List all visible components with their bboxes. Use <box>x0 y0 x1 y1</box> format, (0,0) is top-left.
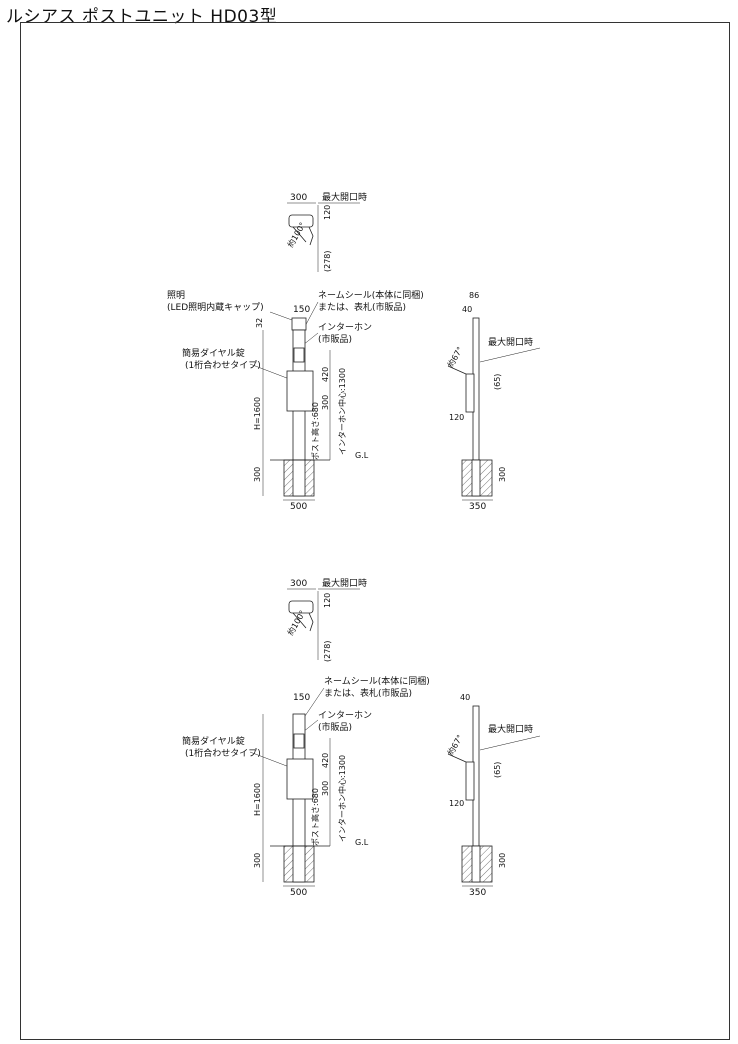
bottom-plan-view: 300 最大開口時 120 約100° (278) <box>285 577 367 662</box>
side-40-label: 40 <box>462 305 472 314</box>
intercom-label: インターホン <box>318 322 372 333</box>
height-label: H=1600 <box>253 397 262 430</box>
b-lock-sub-label: (1桁合わせタイプ) <box>185 747 261 759</box>
drawing-frame <box>20 22 730 1040</box>
b-lock-label: 簡易ダイヤル錠 <box>182 735 245 747</box>
b-intercom-sub-label: (市販品) <box>318 721 352 733</box>
intercom-sub-label: (市販品) <box>318 333 352 345</box>
b-intercom-center-label: インターホン中心:1300 <box>337 755 347 842</box>
bottom-side-view: 40 最大開口時 約67° (65) 120 300 350 <box>445 693 541 898</box>
b-side-max-open-label: 最大開口時 <box>488 723 533 735</box>
b-intercom-label: インターホン <box>318 710 372 721</box>
lock-sub-label: (1桁合わせタイプ) <box>185 359 261 371</box>
top-plan-view: 300 最大開口時 120 約100° (278) <box>285 191 367 272</box>
b-side-300-label: 300 <box>498 853 507 868</box>
side-300-label: 300 <box>498 467 507 482</box>
top-side-view: 86 40 最大開口時 約67° (65) 120 300 350 <box>445 291 541 512</box>
side-angle-label: 約67° <box>445 345 465 369</box>
base-height-label: 300 <box>253 467 262 482</box>
gl-label: G.L <box>355 451 369 460</box>
b-lid-height-label: 120 <box>323 593 332 608</box>
name-seal-sub-label: または、表札(市販品) <box>318 301 406 313</box>
side-350-label: 350 <box>469 502 486 512</box>
b-height-label: H=1600 <box>253 783 262 816</box>
b-d420-label: 420 <box>321 753 330 768</box>
d300-label: 300 <box>321 395 330 410</box>
cap-height-label: 32 <box>255 318 264 328</box>
bottom-front-view: ネームシール(本体に同梱) または、表札(市販品) 150 インターホン (市販… <box>182 675 430 898</box>
side-max-open-label: 最大開口時 <box>488 336 533 348</box>
depth-label: (278) <box>323 250 332 272</box>
post-height-label: ポスト高さ:680 <box>310 402 320 460</box>
b-side-65-label: (65) <box>493 762 502 778</box>
b-side-angle-label: 約67° <box>445 733 465 757</box>
b-base-height-label: 300 <box>253 853 262 868</box>
top-front-view: 照明 (LED照明内蔵キャップ) ネームシール(本体に同梱) または、表札(市販… <box>167 289 424 512</box>
b-gl-label: G.L <box>355 838 369 847</box>
b-name-seal-label: ネームシール(本体に同梱) <box>324 675 430 687</box>
b-cap-width-label: 150 <box>293 693 310 703</box>
lock-label: 簡易ダイヤル錠 <box>182 347 245 359</box>
light-label: 照明 <box>167 290 185 301</box>
base-width-label: 500 <box>290 502 307 512</box>
side-86-label: 86 <box>469 291 479 300</box>
b-post-height-label: ポスト高さ:680 <box>310 788 320 846</box>
b-side-350-label: 350 <box>469 888 486 898</box>
b-side-40-label: 40 <box>460 693 470 702</box>
light-sub-label: (LED照明内蔵キャップ) <box>167 301 264 313</box>
b-depth-label: (278) <box>323 640 332 662</box>
cap-width-label: 150 <box>293 305 310 315</box>
d420-label: 420 <box>321 367 330 382</box>
side-65-label: (65) <box>493 374 502 390</box>
b-base-width-label: 500 <box>290 888 307 898</box>
intercom-center-label: インターホン中心:1300 <box>337 368 347 455</box>
max-open-label: 最大開口時 <box>322 191 367 203</box>
b-side-120-label: 120 <box>449 799 464 808</box>
b-d300-label: 300 <box>321 781 330 796</box>
b-name-seal-sub-label: または、表札(市販品) <box>324 687 412 699</box>
top-width-label: 300 <box>290 193 307 203</box>
b-top-width-label: 300 <box>290 579 307 589</box>
name-seal-label: ネームシール(本体に同梱) <box>318 289 424 301</box>
b-max-open-label: 最大開口時 <box>322 577 367 589</box>
side-120-label: 120 <box>449 413 464 422</box>
lid-height-label: 120 <box>323 205 332 220</box>
